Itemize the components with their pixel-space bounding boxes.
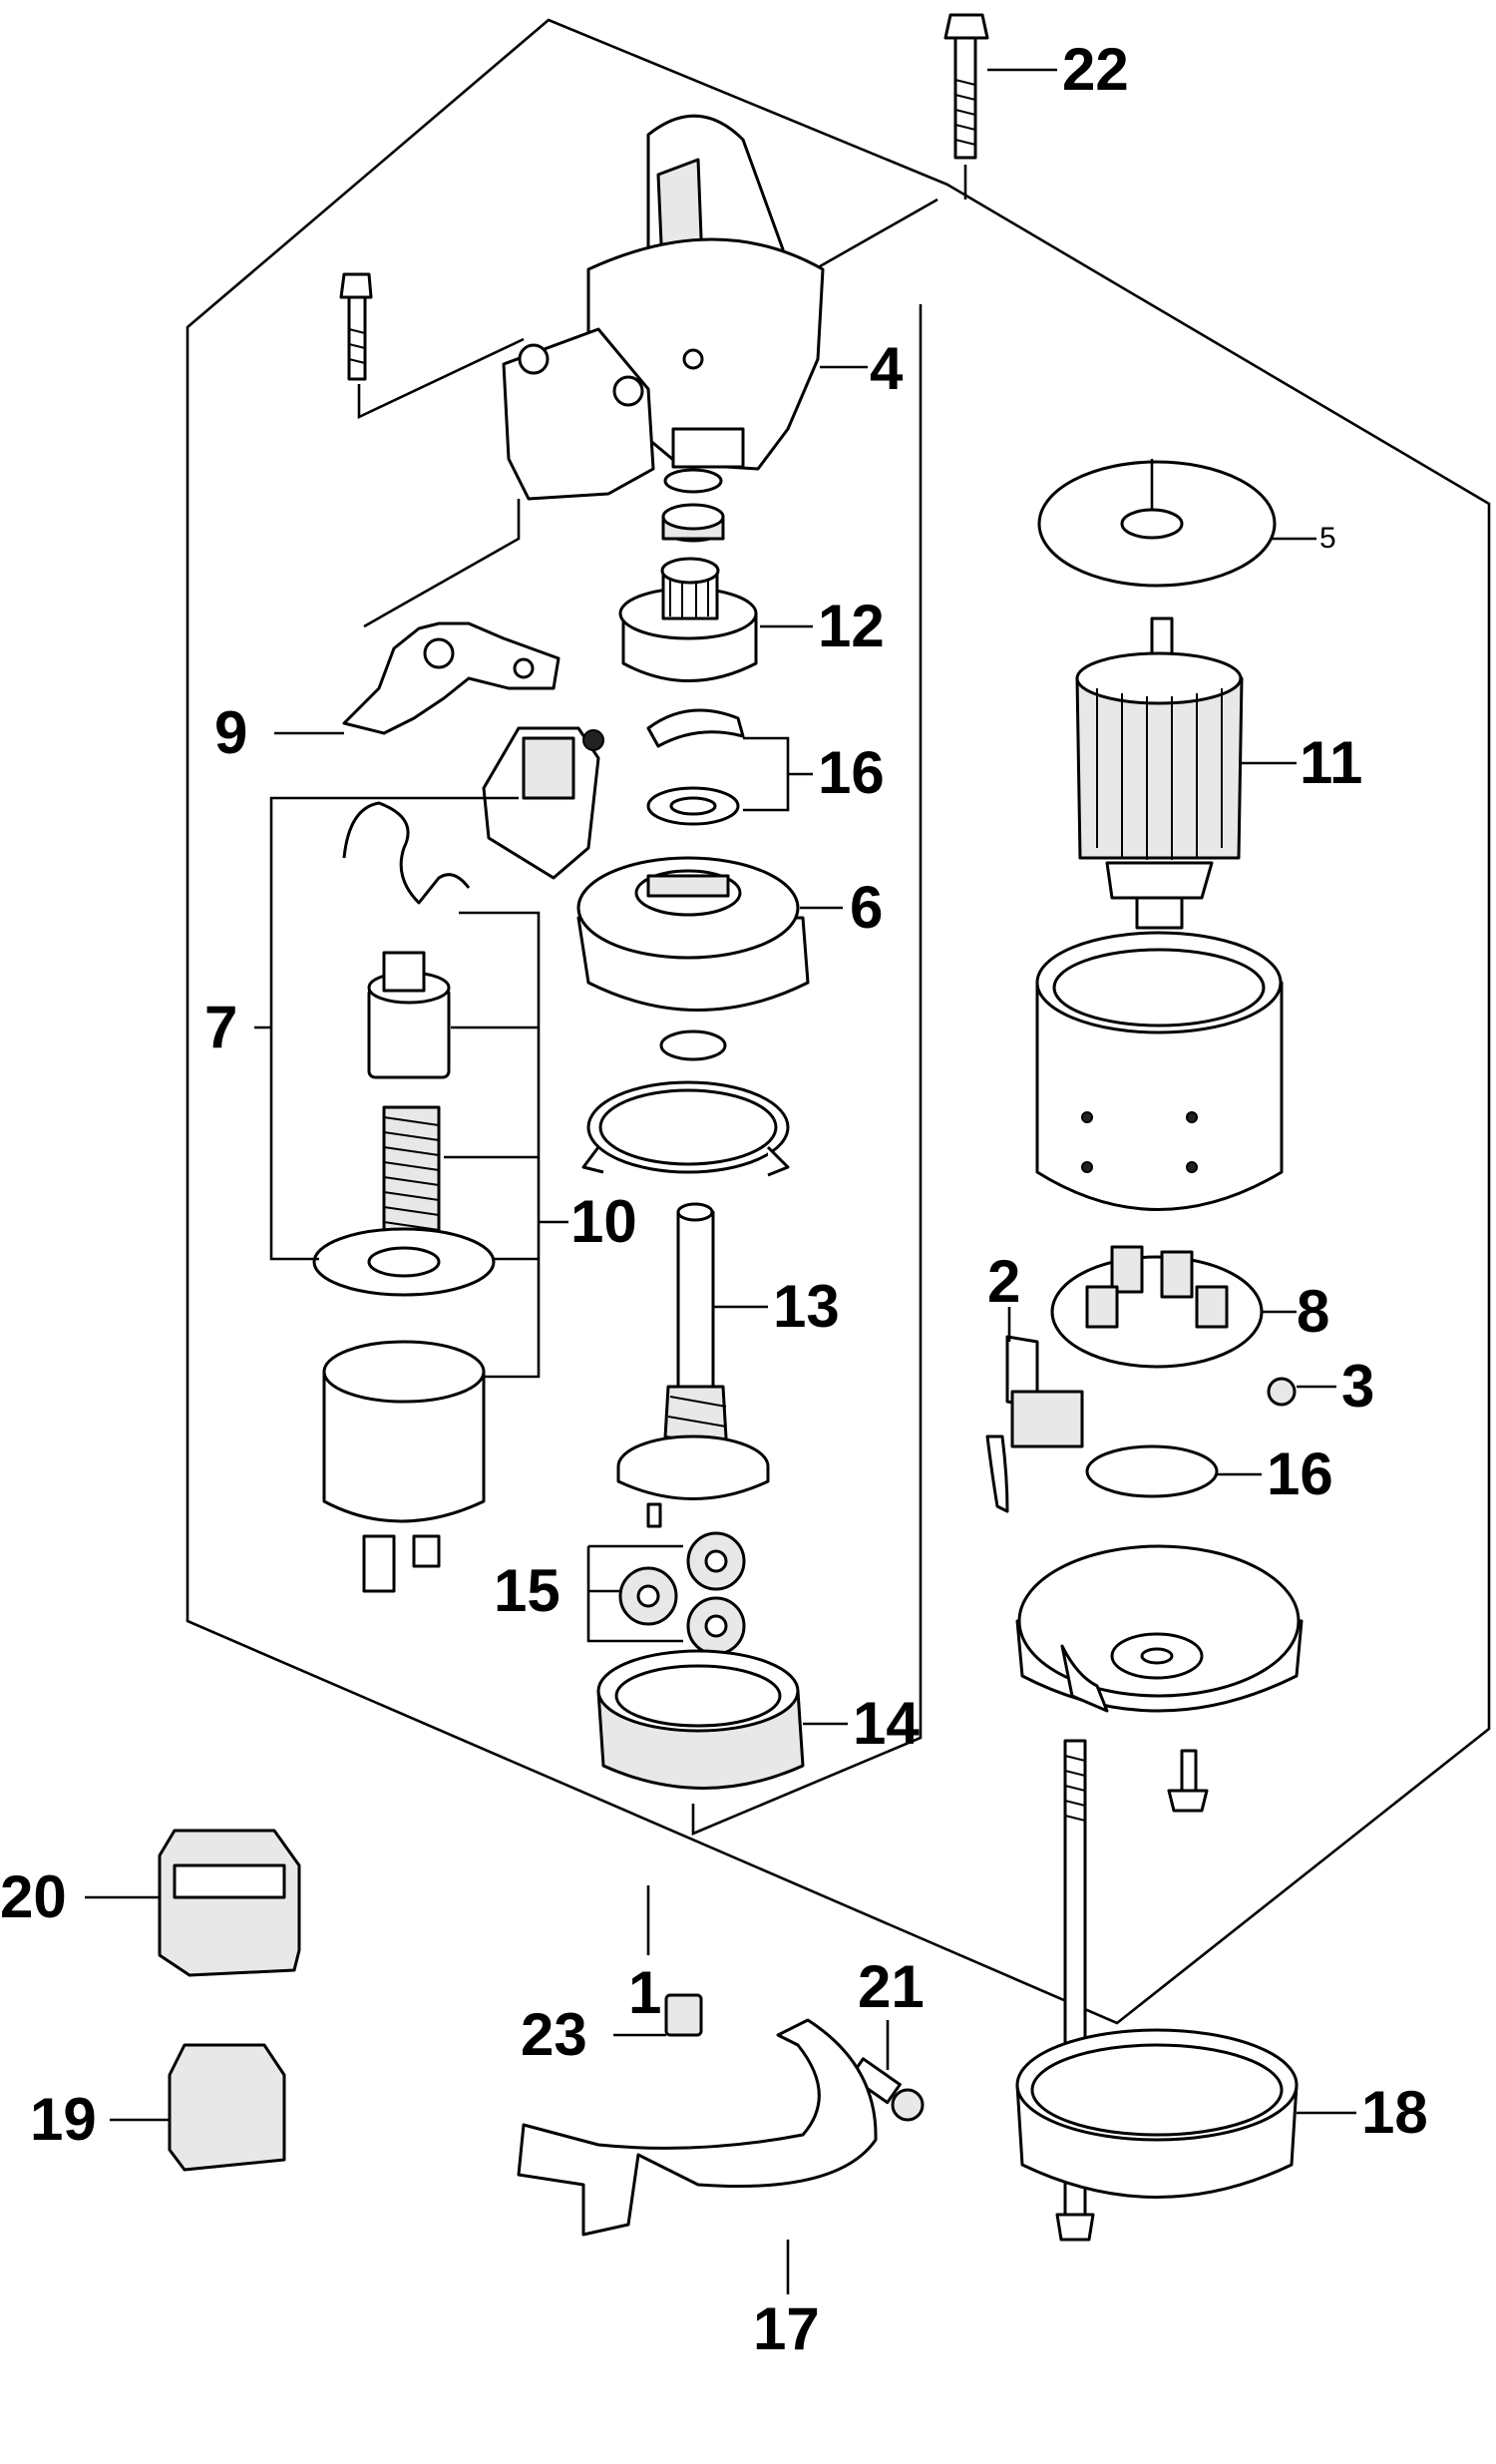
clip-23 [664, 1993, 703, 2037]
callout-12: 12 [818, 593, 885, 659]
ring-band-18 [1015, 2028, 1299, 2199]
lead-wire [342, 801, 471, 905]
callout-16-lower: 16 [1267, 1440, 1333, 1507]
brush-holder-8 [1050, 1245, 1264, 1369]
callout-22: 22 [1062, 36, 1129, 103]
callout-16-upper: 16 [818, 739, 885, 806]
callout-19: 19 [30, 2086, 97, 2153]
callout-8: 8 [1297, 1278, 1330, 1345]
bolt-21 [849, 2057, 925, 2122]
solenoid-cover [482, 726, 604, 880]
solenoid-gasket [312, 1227, 496, 1297]
callout-17: 17 [753, 2295, 820, 2362]
callout-9: 9 [214, 699, 248, 766]
front-housing-4 [502, 114, 825, 501]
snap-ring-16 [646, 708, 745, 748]
assembly-frame [186, 18, 1491, 2025]
callout-11: 11 [1300, 729, 1363, 796]
callout-2: 2 [987, 1248, 1021, 1315]
planetary-gears-15 [618, 1531, 746, 1656]
relay-20 [158, 1829, 301, 1977]
callout-3: 3 [1341, 1353, 1375, 1420]
internal-gear-14 [596, 1649, 805, 1790]
callout-18: 18 [1361, 2079, 1428, 2146]
bushing [661, 503, 725, 543]
inner-frame [691, 304, 923, 1836]
screw-small [1167, 1749, 1209, 1813]
bolt-22 [943, 13, 989, 160]
gasket [581, 1080, 790, 1177]
washer [659, 1029, 727, 1061]
end-plate-5 [1037, 460, 1277, 588]
relay-19 [168, 2043, 286, 2172]
yoke [1035, 931, 1284, 1211]
callout-14: 14 [853, 1690, 920, 1757]
o-ring [663, 468, 723, 494]
output-shaft-13 [616, 1202, 770, 1528]
callout-1: 1 [628, 1959, 662, 2026]
brush-lead-2 [985, 1335, 1084, 1513]
callout-10: 10 [570, 1188, 637, 1255]
nut-3 [1267, 1377, 1297, 1407]
plunger [367, 951, 451, 1079]
callout-4: 4 [870, 335, 904, 402]
rear-end-cover [1015, 1544, 1304, 1713]
callout-20: 20 [0, 1863, 67, 1930]
callout-13: 13 [773, 1273, 840, 1340]
callout-23: 23 [521, 2001, 587, 2068]
band-bracket-17 [517, 2018, 878, 2237]
spring [382, 1105, 441, 1239]
center-bracket-6 [576, 856, 810, 1012]
armature-11 [1075, 616, 1244, 930]
solenoid-body [322, 1340, 486, 1593]
shift-lever-9 [342, 621, 561, 735]
plate-16 [1085, 1444, 1219, 1498]
bolt-small [339, 272, 373, 381]
callout-21: 21 [858, 1953, 925, 2020]
callout-7: 7 [204, 994, 238, 1060]
callout-5: 5 [1319, 522, 1336, 555]
callout-6: 6 [850, 874, 884, 941]
pinion-12 [618, 557, 758, 682]
callout-15: 15 [494, 1557, 561, 1624]
